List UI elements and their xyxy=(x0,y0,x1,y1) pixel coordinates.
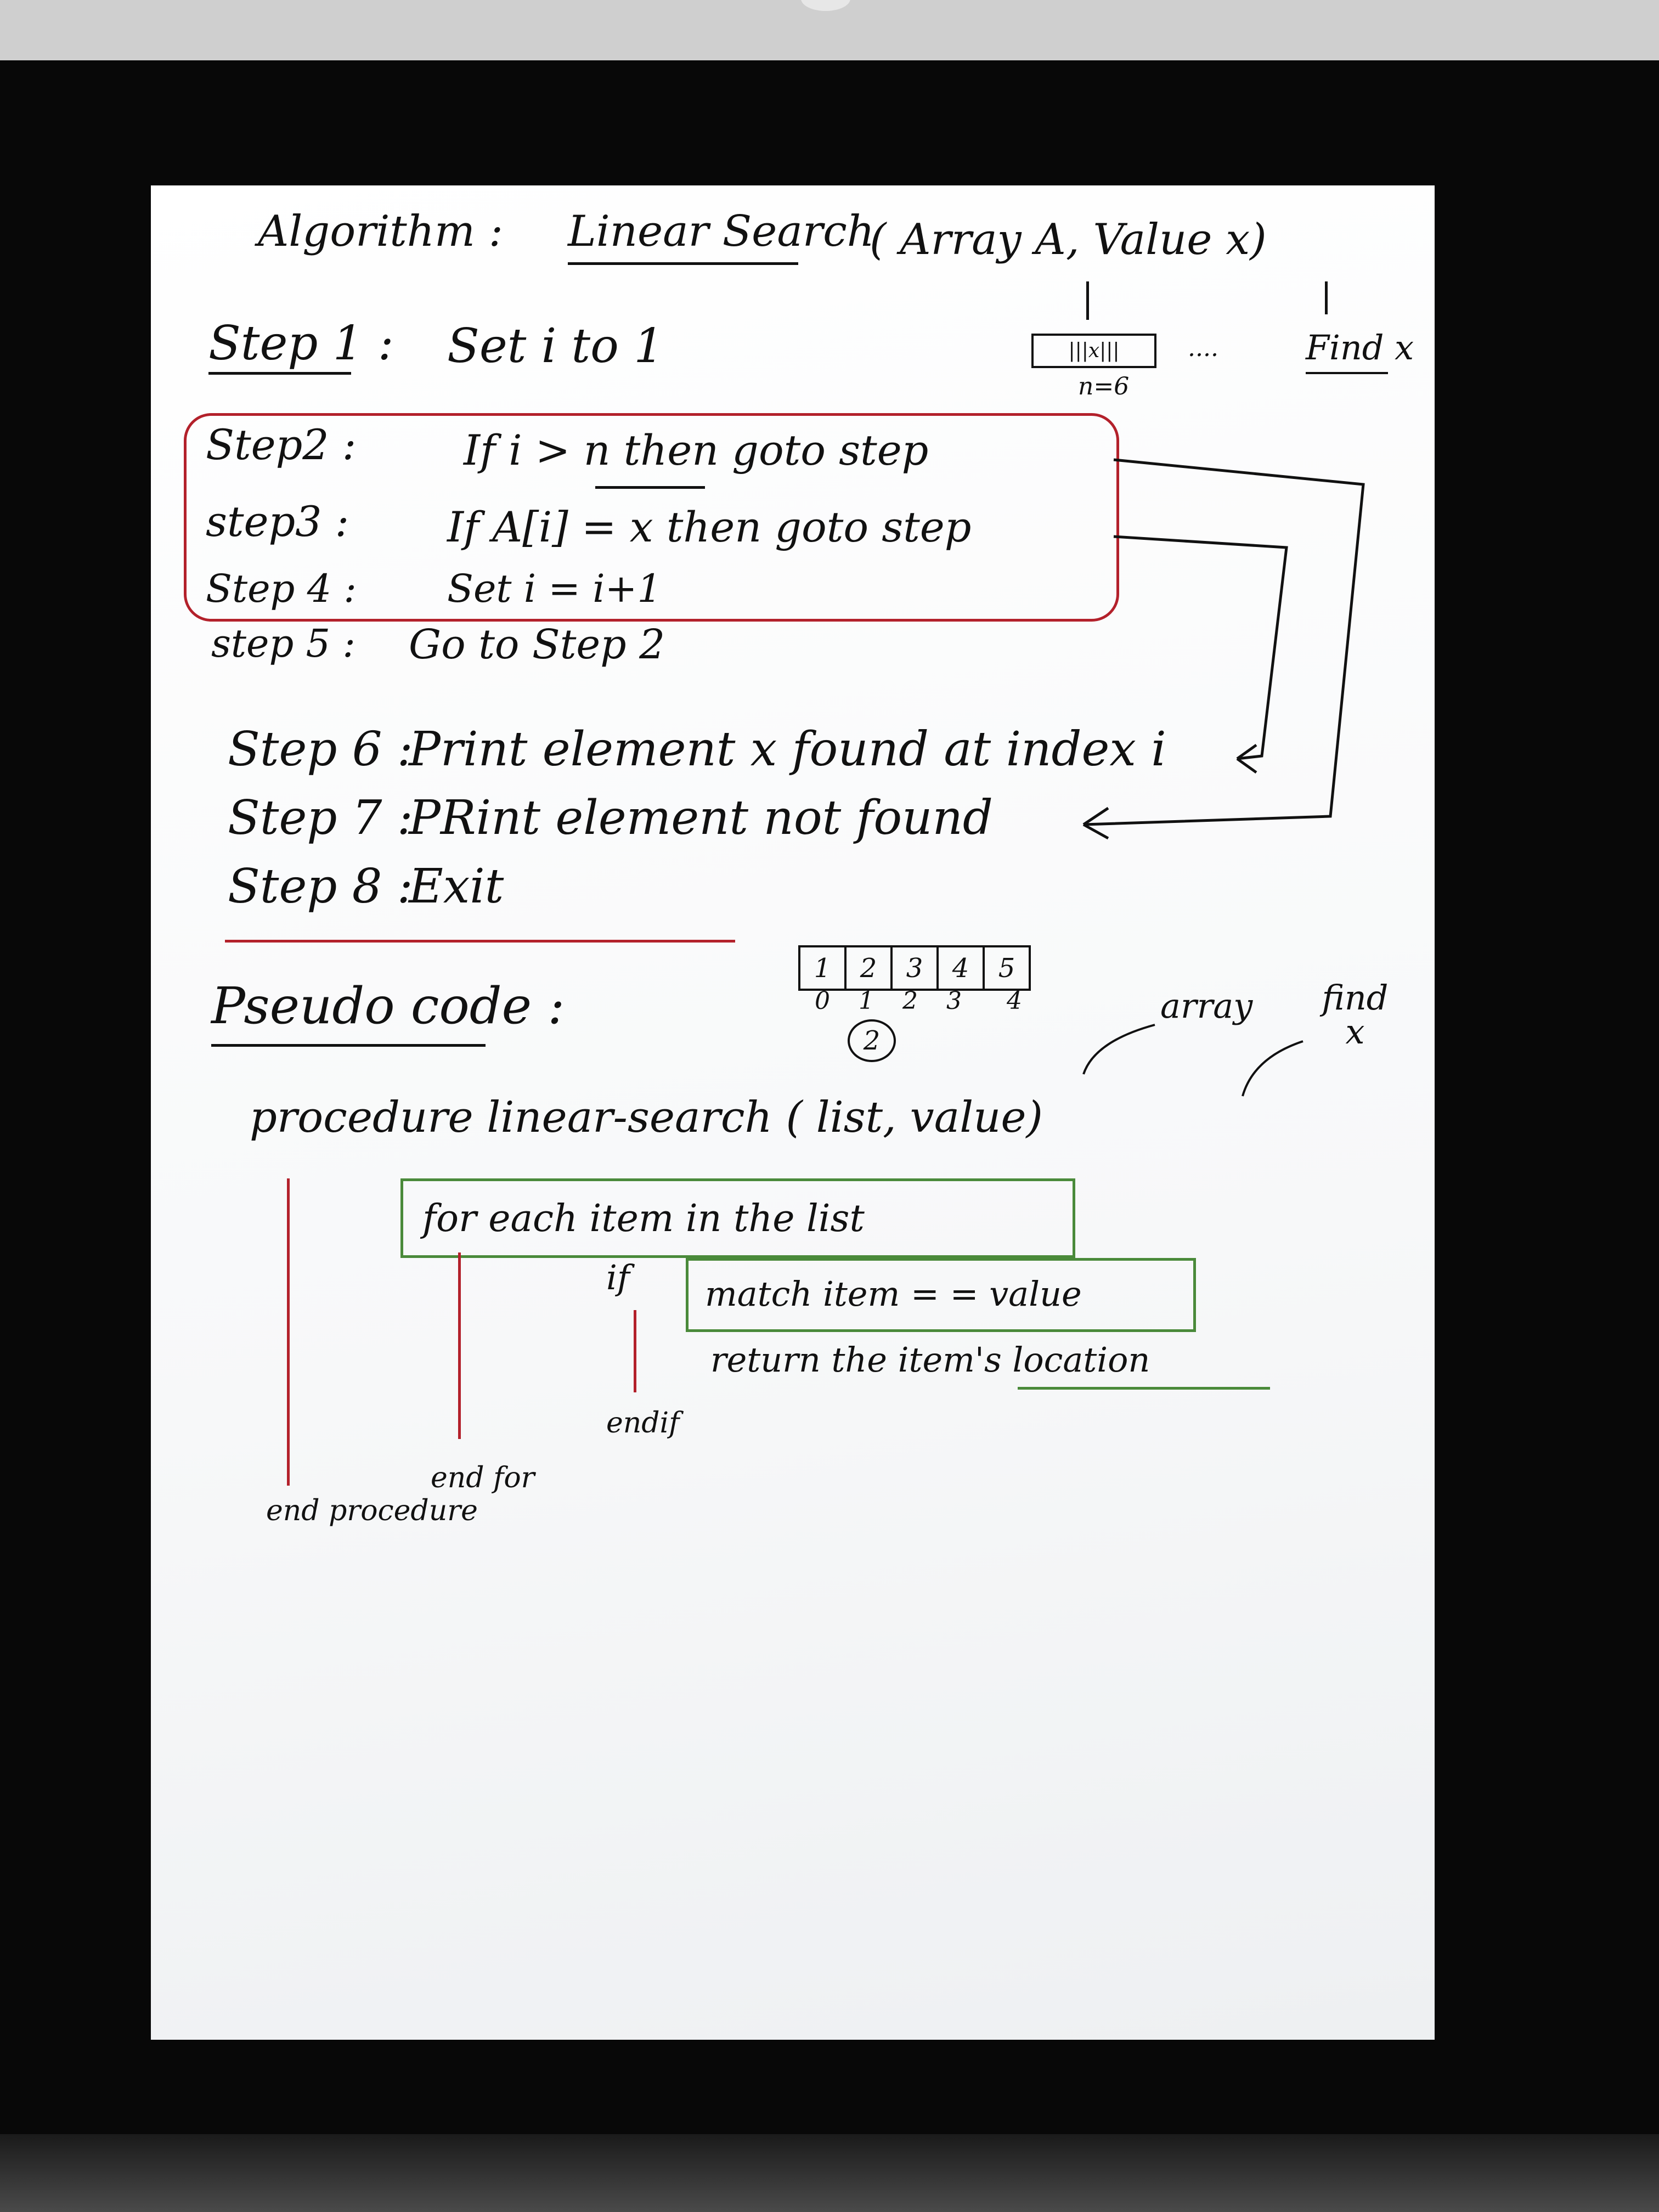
whiteboard-canvas: Algorithm : Linear Search ( Array A, Val… xyxy=(151,185,1435,2040)
procedure-scope-line xyxy=(287,1178,290,1486)
i-gt-n-underline xyxy=(595,486,705,489)
for-scope-line xyxy=(458,1252,461,1439)
find-x-note: Find x xyxy=(1306,328,1414,368)
step-2-label: Step2 : xyxy=(206,420,357,469)
step-8-label: Step 8 : xyxy=(228,859,413,914)
step-1-text: Set i to 1 xyxy=(447,319,664,374)
find-x-underline xyxy=(1306,372,1388,374)
webcam-bump xyxy=(801,0,850,11)
ellipsis: .... xyxy=(1188,334,1218,362)
step-2-text: If i > n then goto step xyxy=(464,426,929,475)
step-5-label: step 5 : xyxy=(211,621,356,666)
find-x-note-2: find x xyxy=(1322,978,1389,1052)
example-array: 1 2 3 4 5 xyxy=(798,945,1031,991)
step-5-text: Go to Step 2 xyxy=(409,621,665,668)
step-8-text: Exit xyxy=(409,859,504,914)
array-cell: 2 xyxy=(844,945,893,991)
monitor-top-bezel xyxy=(0,0,1659,66)
step-4-label: Step 4 : xyxy=(206,566,357,611)
endif-label: endif xyxy=(606,1407,680,1440)
step-1-label: Step 1 : xyxy=(208,316,394,371)
endfor-label: end for xyxy=(431,1462,535,1494)
match-line: match item = = value xyxy=(705,1274,1082,1314)
section-divider xyxy=(225,940,735,943)
step-7-label: Step 7 : xyxy=(228,791,413,845)
algorithm-name: Linear Search xyxy=(568,207,875,256)
index-1: 1 xyxy=(859,987,874,1015)
value-pointer-line xyxy=(1325,281,1328,314)
step-7-text: PRint element not found xyxy=(409,791,993,845)
index-3: 3 xyxy=(946,987,962,1015)
endproc-label: end procedure xyxy=(266,1494,478,1527)
step-6-text: Print element x found at index i xyxy=(409,722,1166,777)
note-arrows xyxy=(1082,1024,1304,1097)
array-cell: 5 xyxy=(983,945,1031,991)
for-line: for each item in the list xyxy=(422,1197,865,1240)
location-underline xyxy=(1018,1387,1270,1390)
pseudo-heading: Pseudo code : xyxy=(211,977,565,1035)
for-loop-box xyxy=(400,1178,1075,1258)
index-0: 0 xyxy=(815,987,830,1015)
n-equals-label: n=6 xyxy=(1078,373,1130,400)
title-underline xyxy=(568,262,798,265)
return-line: return the item's location xyxy=(710,1340,1150,1380)
circled-index: 2 xyxy=(848,1019,896,1062)
index-2: 2 xyxy=(902,987,918,1015)
if-keyword: if xyxy=(606,1257,630,1297)
algorithm-params: ( Array A, Value x) xyxy=(870,215,1267,264)
step-1-underline xyxy=(208,372,351,375)
if-scope-line xyxy=(634,1310,636,1392)
array-note: array xyxy=(1160,986,1253,1026)
step-3-label: step3 : xyxy=(206,497,349,546)
step-6-label: Step 6 : xyxy=(228,722,413,777)
pseudo-underline xyxy=(211,1044,486,1047)
match-box xyxy=(686,1258,1196,1332)
desk-reflection xyxy=(0,2134,1659,2212)
index-4: 4 xyxy=(1007,987,1022,1015)
array-pointer-line xyxy=(1086,281,1089,320)
loop-steps-box xyxy=(184,413,1119,622)
step-4-text: Set i = i+1 xyxy=(447,566,662,611)
step-3-text: If A[i] = x then goto step xyxy=(447,503,972,551)
array-sketch: |||x||| xyxy=(1031,334,1156,368)
goto-arrows xyxy=(1082,458,1365,840)
algorithm-label: Algorithm : xyxy=(258,207,504,256)
procedure-line: procedure linear-search ( list, value) xyxy=(250,1093,1043,1142)
